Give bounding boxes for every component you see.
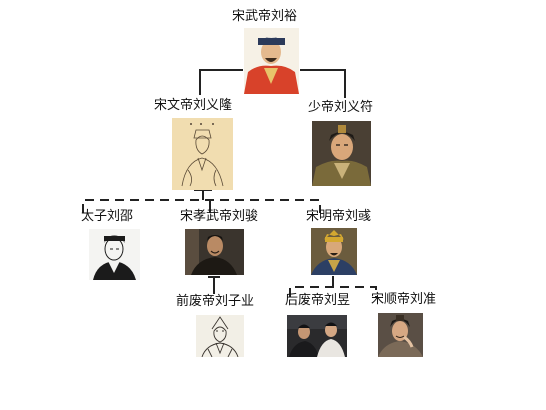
connector-ming-sons [289,286,377,297]
person-name: 少帝刘义符 [308,100,374,115]
drama-scene-portrait-icon [287,315,347,357]
ink-sketch-prince-portrait-icon [89,229,140,280]
connector-wen-sons [82,199,321,213]
crowned-emperor-portrait-icon [311,228,357,275]
ink-sketch-emperor-portrait-icon [172,118,233,190]
person-name: 后废帝刘昱 [285,293,351,308]
connector-wu-wen [199,69,243,95]
person-name: 宋武帝刘裕 [232,9,298,24]
drama-emperor-portrait-icon [185,229,244,275]
person-name: 宋孝武帝刘骏 [180,209,259,224]
person-name: 宋顺帝刘准 [371,292,437,307]
ink-sketch-boy-emperor-portrait-icon [196,315,244,357]
connector-wu-shao [300,69,346,98]
emperor-red-robe-portrait-icon [244,28,299,94]
person-name: 前废帝刘子业 [176,294,255,309]
person-name: 太子刘邵 [81,209,134,224]
person-name: 宋明帝刘彧 [306,209,372,224]
young-emperor-portrait-icon [378,313,423,357]
warrior-emperor-portrait-icon [312,121,371,186]
person-name: 宋文帝刘义隆 [154,98,233,113]
